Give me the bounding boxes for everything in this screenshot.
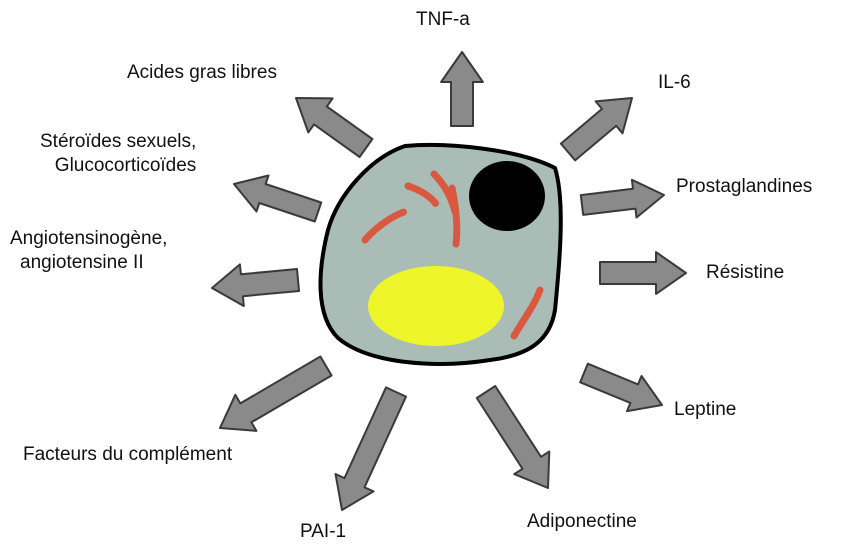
label-acides: Acides gras libres <box>127 61 277 85</box>
label-pai1: PAI-1 <box>300 520 346 544</box>
label-adiponectine: Adiponectine <box>527 510 637 534</box>
label-complement: Facteurs du complément <box>23 443 232 467</box>
label-steroides-line-2: Glucocorticoïdes <box>40 154 196 178</box>
arrow-icon-prostaglandines <box>581 180 664 218</box>
arrow-icon-acides <box>296 98 372 157</box>
arrow-icon-angiotensin <box>212 264 299 306</box>
arrow-icon-leptine <box>580 364 662 412</box>
arrow-icon-steroides <box>234 176 321 222</box>
arrow-icon-tnf <box>441 52 483 126</box>
label-resistine: Résistine <box>706 261 784 285</box>
label-steroides-line-1: Stéroïdes sexuels, <box>40 130 196 154</box>
lipid-droplet-icon <box>368 266 504 346</box>
arrow-icon-il6 <box>561 98 632 160</box>
nucleus-icon <box>469 161 545 231</box>
adipocyte-cell-icon <box>320 145 560 364</box>
label-steroides: Stéroïdes sexuels, Glucocorticoïdes <box>40 130 196 178</box>
label-tnf: TNF-a <box>416 8 470 32</box>
label-angiotensin: Angiotensinogène, angiotensine II <box>10 227 167 275</box>
arrow-icon-complement <box>220 357 332 431</box>
label-prostaglandines: Prostaglandines <box>676 175 812 199</box>
label-angiotensin-line-1: Angiotensinogène, <box>10 227 167 251</box>
arrow-icon-pai1 <box>336 387 407 510</box>
arrow-icon-adiponectine <box>477 386 550 488</box>
label-leptine: Leptine <box>674 398 736 422</box>
arrow-icon-resistine <box>600 252 686 294</box>
label-il6: IL-6 <box>658 71 691 95</box>
label-angiotensin-line-2: angiotensine II <box>10 251 167 275</box>
